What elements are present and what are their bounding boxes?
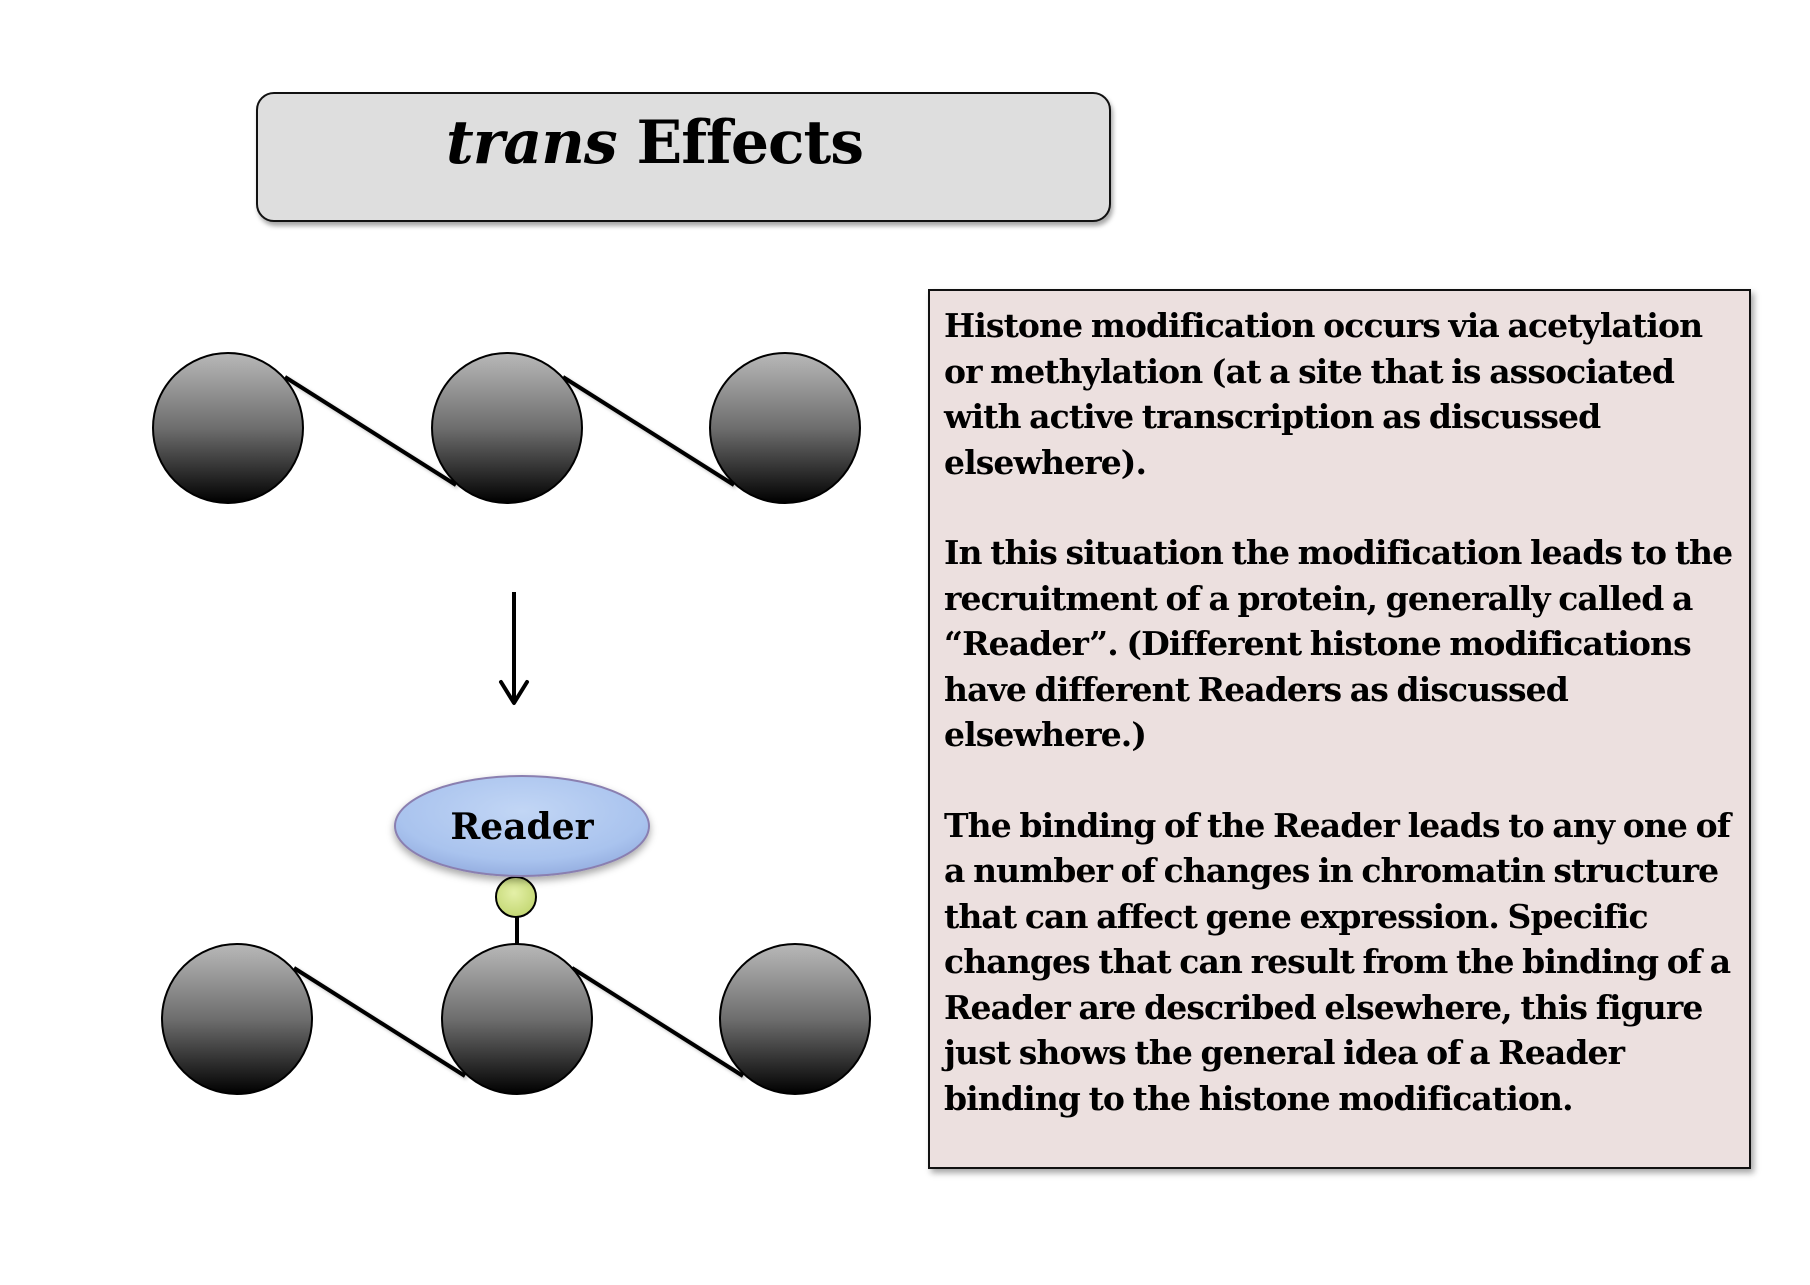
title-italic: trans: [446, 108, 618, 178]
nucleosome: [709, 352, 861, 504]
linker-dna: [561, 375, 736, 487]
nucleosome: [431, 352, 583, 504]
title-regular: Effects: [616, 108, 864, 178]
description-paragraph: The binding of the Reader leads to any o…: [944, 805, 1731, 1118]
nucleosome: [152, 352, 304, 504]
nucleosome-row-after: [161, 915, 871, 1095]
description-box: Histone modification occurs via acetylat…: [928, 289, 1751, 1169]
title-box: trans Effects: [256, 92, 1111, 222]
reader-protein: Reader: [394, 775, 650, 877]
nucleosome: [161, 943, 313, 1095]
nucleosome-modified: [441, 943, 593, 1095]
nucleosome-row-before: [152, 352, 861, 504]
linker-dna: [570, 966, 745, 1078]
linker-dna: [292, 966, 467, 1078]
description-paragraph: In this situation the modification leads…: [944, 533, 1733, 754]
histone-modification-mark: [495, 876, 537, 918]
down-arrow-icon: [499, 592, 529, 705]
page-title: trans Effects: [446, 108, 864, 178]
reader-label: Reader: [450, 806, 594, 848]
description-paragraph: Histone modification occurs via acetylat…: [944, 306, 1703, 482]
linker-dna: [283, 375, 458, 487]
nucleosome: [719, 943, 871, 1095]
